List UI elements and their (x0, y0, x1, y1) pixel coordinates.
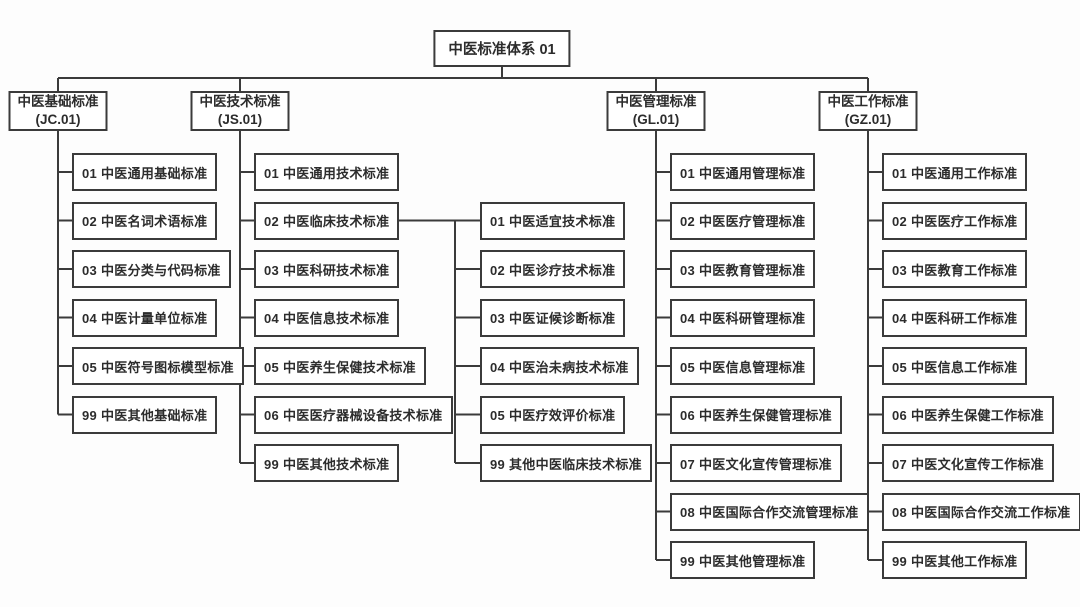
tree-node: 99 中医其他技术标准 (254, 444, 400, 482)
root-node: 中医标准体系 01 (433, 30, 571, 67)
tree-node: 04 中医科研管理标准 (670, 298, 816, 337)
branch-node-gl: 中医管理标准 (GL.01) (606, 91, 706, 131)
tree-node: 04 中医治未病技术标准 (480, 347, 639, 385)
tree-node: 02 中医临床技术标准 (254, 201, 400, 240)
branch-name: 中医基础标准 (17, 94, 99, 110)
tree-node: 06 中医养生保健工作标准 (882, 395, 1054, 434)
tree-node: 04 中医计量单位标准 (72, 298, 218, 337)
branch-node-gz: 中医工作标准 (GZ.01) (818, 91, 918, 131)
tree-node: 99 其他中医临床技术标准 (480, 444, 652, 482)
tree-node: 02 中医诊疗技术标准 (480, 250, 626, 288)
branch-name: 中医工作标准 (827, 94, 909, 110)
tree-node: 03 中医证候诊断标准 (480, 298, 626, 337)
tree-node: 05 中医养生保健技术标准 (254, 347, 426, 385)
tree-node: 03 中医科研技术标准 (254, 250, 400, 288)
tree-node: 05 中医信息工作标准 (882, 347, 1028, 385)
branch-code: (JS.01) (217, 112, 263, 127)
branch-name: 中医技术标准 (199, 94, 281, 110)
tree-node: 05 中医符号图标模型标准 (72, 347, 244, 385)
tree-node: 01 中医通用技术标准 (254, 153, 400, 191)
tree-node: 04 中医信息技术标准 (254, 298, 400, 337)
tree-node: 08 中医国际合作交流管理标准 (670, 492, 869, 531)
tree-node: 07 中医文化宣传工作标准 (882, 444, 1054, 482)
tree-node: 05 中医信息管理标准 (670, 347, 816, 385)
tree-node: 02 中医医疗工作标准 (882, 201, 1028, 240)
branch-node-js: 中医技术标准 (JS.01) (190, 91, 290, 131)
tree-node: 02 中医医疗管理标准 (670, 201, 816, 240)
tree-node: 05 中医疗效评价标准 (480, 395, 626, 434)
branch-code: (GL.01) (632, 112, 680, 127)
tree-node: 07 中医文化宣传管理标准 (670, 444, 842, 482)
branch-node-jc: 中医基础标准 (JC.01) (8, 91, 108, 131)
tree-node: 01 中医通用工作标准 (882, 153, 1028, 191)
tree-node: 03 中医教育工作标准 (882, 250, 1028, 288)
tree-node: 06 中医养生保健管理标准 (670, 395, 842, 434)
branch-code: (JC.01) (35, 112, 81, 127)
tree-node: 01 中医通用基础标准 (72, 153, 218, 191)
tree-node: 99 中医其他管理标准 (670, 541, 816, 579)
tree-node: 99 中医其他工作标准 (882, 541, 1028, 579)
tree-node: 01 中医适宜技术标准 (480, 201, 626, 240)
tree-node: 03 中医教育管理标准 (670, 250, 816, 288)
tree-node: 04 中医科研工作标准 (882, 298, 1028, 337)
tree-node: 99 中医其他基础标准 (72, 395, 218, 434)
branch-name: 中医管理标准 (615, 94, 697, 110)
tree-node: 06 中医医疗器械设备技术标准 (254, 395, 453, 434)
branch-code: (GZ.01) (844, 112, 892, 127)
tree-node: 08 中医国际合作交流工作标准 (882, 492, 1080, 531)
tree-node: 03 中医分类与代码标准 (72, 250, 231, 288)
tree-node: 02 中医名词术语标准 (72, 201, 218, 240)
root-node-label: 中医标准体系 01 (448, 42, 556, 58)
tree-node: 01 中医通用管理标准 (670, 153, 816, 191)
